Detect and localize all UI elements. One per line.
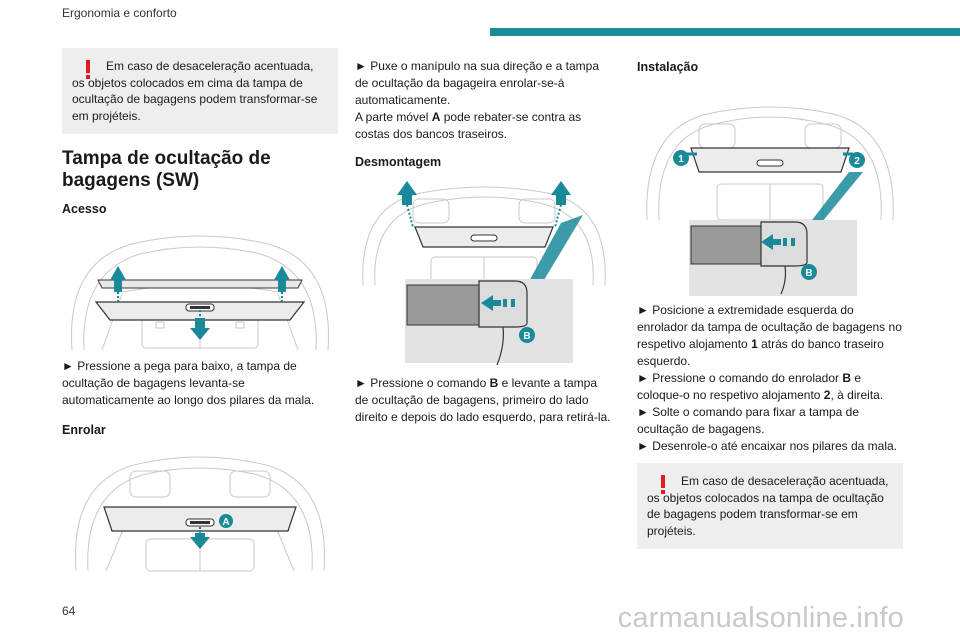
label-1: 1 [678, 154, 684, 165]
warning-text-2: Em caso de desaceleração acentuada, os o… [647, 474, 889, 538]
column-1: Em caso de desaceleração acentuada, os o… [62, 48, 338, 573]
header-accent-bar [490, 28, 960, 36]
desmontagem-text: ► Pressione o comando B e levante a tamp… [355, 376, 611, 424]
warning-box: Em caso de desaceleração acentuada, os o… [62, 48, 338, 134]
warning-icon [84, 58, 92, 80]
enrolar-heading: Enrolar [62, 423, 106, 437]
acesso-text: ► Pressione a pega para baixo, a tampa d… [62, 359, 315, 407]
instalacao-heading: Instalação [637, 60, 699, 74]
instalacao-step-4: ► Desenrole-o até encaixar nos pilares d… [637, 439, 898, 453]
warning-box-2: Em caso de desaceleração acentuada, os o… [637, 463, 903, 549]
desmontagem-illustration: B [355, 175, 613, 371]
label-b: B [523, 331, 530, 342]
acesso-illustration [62, 222, 338, 352]
warning-text: Em caso de desaceleração acentuada, os o… [72, 59, 318, 123]
acesso-heading: Acesso [62, 202, 107, 216]
instalacao-step-2: ► Pressione o comando do enrolador B e c… [637, 371, 884, 402]
section-title: Tampa de ocultação de bagagens (SW) [62, 148, 271, 191]
enrolar-illustration: A [62, 443, 338, 573]
label-2: 2 [854, 156, 860, 167]
instalacao-step-3: ► Solte o comando para fixar a tampa de … [637, 405, 859, 436]
column-2: ► Puxe o manípulo na sua direção e a tam… [355, 48, 613, 426]
instalacao-illustration: 1 2 B [637, 80, 903, 296]
label-a: A [222, 517, 229, 528]
instalacao-step-1: ► Posicione a extremidade esquerda do en… [637, 303, 902, 368]
column-3: Instalação 1 2 B ► Posicione a extremida… [637, 48, 903, 549]
warning-icon [659, 473, 667, 495]
running-header: Ergonomia e conforto [62, 6, 177, 20]
enrolar-text: ► Puxe o manípulo na sua direção e a tam… [355, 59, 600, 107]
label-b: B [805, 268, 812, 279]
page-number: 64 [62, 604, 76, 618]
desmontagem-heading: Desmontagem [355, 155, 442, 169]
enrolar-note: A parte móvel A pode rebater-se contra a… [355, 110, 582, 141]
watermark: carmanualsonline.info [617, 602, 904, 634]
